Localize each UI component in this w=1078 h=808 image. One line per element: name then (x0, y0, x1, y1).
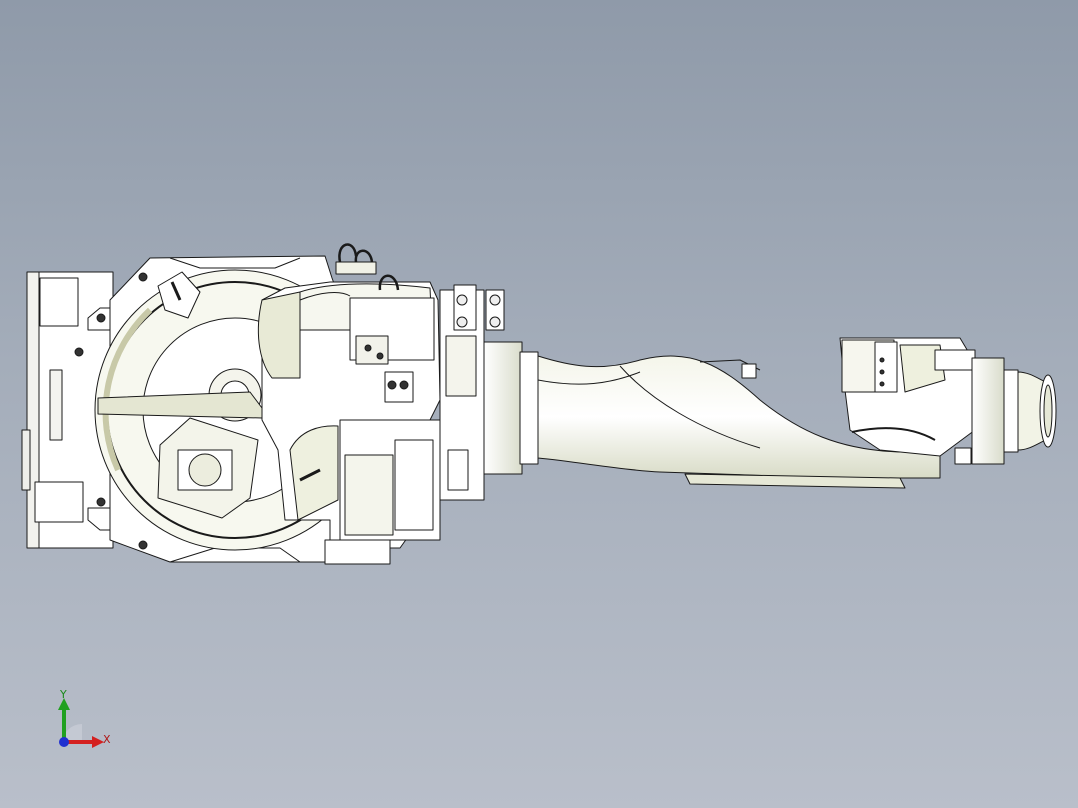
axis-connector-stack (439, 284, 505, 501)
x-axis-label: X (103, 733, 111, 746)
upper-arm (483, 341, 941, 489)
shoulder-motor (349, 297, 435, 361)
y-axis-label: Y (60, 688, 67, 701)
tool-flange (971, 357, 1057, 465)
shoulder-gearbox (257, 243, 441, 565)
z-axis-origin (59, 737, 69, 747)
wrist-assembly (839, 337, 976, 465)
coordinate-triad (58, 698, 104, 748)
upper-arm-tube (537, 355, 941, 479)
